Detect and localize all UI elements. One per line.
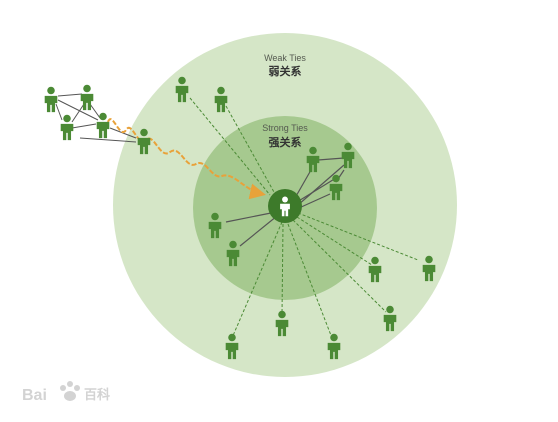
tie-arrow (107, 118, 266, 200)
person-icon (44, 86, 58, 113)
watermark: Bai 百科 (22, 381, 110, 404)
paw-icon (60, 381, 80, 401)
person-icon (60, 114, 74, 141)
weak-tie-links (189, 97, 419, 339)
strong-ties-label-zh: 强关系 (269, 135, 302, 149)
weak-ties-label-en: Weak Ties (264, 53, 306, 63)
weak-ties-label-zh: 弱关系 (269, 64, 302, 78)
svg-text:Bai: Bai (22, 387, 47, 404)
strong-ties-label-en: Strong Ties (262, 123, 308, 133)
svg-text:百科: 百科 (84, 387, 110, 403)
